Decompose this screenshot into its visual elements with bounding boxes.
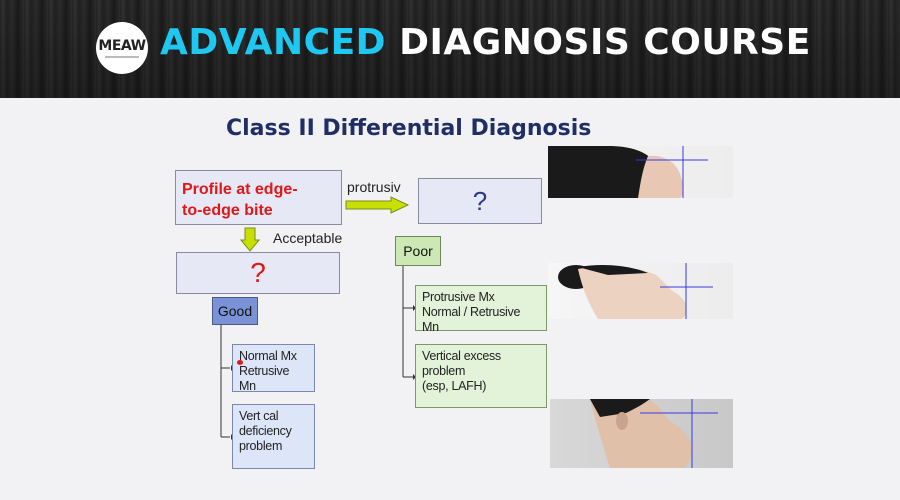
start-box-line-1: Profile at edge- (182, 181, 298, 198)
protrusive-arrow-icon (345, 196, 410, 214)
normal-mx-retrusive-mn-box: Normal Mx Retrusive Mn (232, 344, 315, 393)
meaw-logo: MEAW (96, 22, 148, 74)
banner-title-main: DIAGNOSIS COURSE (399, 22, 811, 63)
start-box-line-2: to-edge bite (182, 202, 273, 219)
vertical-deficiency-box: Vert cal deficiency problem (232, 404, 315, 469)
profile-silhouette-1 (548, 146, 708, 198)
poor-tag: Poor (395, 236, 441, 266)
profile-photo-3 (550, 399, 733, 468)
banner-title-accent: ADVANCED (160, 22, 387, 63)
logo-text: MEAW (98, 38, 146, 54)
leaf-line: Normal / Retrusive Mn (422, 305, 521, 334)
leaf-line: Normal Mx (239, 349, 297, 363)
course-banner (0, 0, 900, 98)
leaf-line: Vertical excess (422, 349, 501, 363)
profile-silhouette-3 (590, 399, 718, 468)
leaf-line: Protrusive Mx (422, 290, 495, 304)
leaf-line: (esp, LAFH) (422, 379, 487, 393)
poor-branch-arrowhead-2 (413, 374, 416, 380)
acceptable-label: Acceptable (273, 230, 343, 246)
slide-title: Class II Differential Diagnosis (226, 116, 592, 141)
banner-title: ADVANCED DIAGNOSIS COURSE (160, 22, 811, 63)
profile-photo-2 (548, 263, 733, 319)
poor-branch-arrowhead-1 (413, 305, 416, 311)
profile-photo-1 (548, 146, 733, 198)
good-tag: Good (212, 297, 258, 325)
vertical-excess-box: Vertical excess problem (esp, LAFH) (415, 344, 547, 408)
leaf-line: problem (239, 439, 283, 453)
leaf-line: Retrusive Mn (239, 364, 290, 393)
question-box-left: ? (176, 252, 340, 294)
leaf-line: deficiency (239, 424, 292, 438)
protrusive-mx-box: Protrusive Mx Normal / Retrusive Mn (415, 285, 547, 334)
acceptable-arrow-icon (240, 227, 260, 252)
question-box-right: ? (418, 178, 542, 224)
profile-edge-bite-box: Profile at edge- to-edge bite (175, 170, 342, 225)
logo-underline (105, 56, 139, 58)
red-marker (237, 360, 243, 365)
profile-silhouette-2 (558, 263, 713, 319)
leaf-line: problem (422, 364, 466, 378)
leaf-line: Vert cal (239, 409, 279, 423)
